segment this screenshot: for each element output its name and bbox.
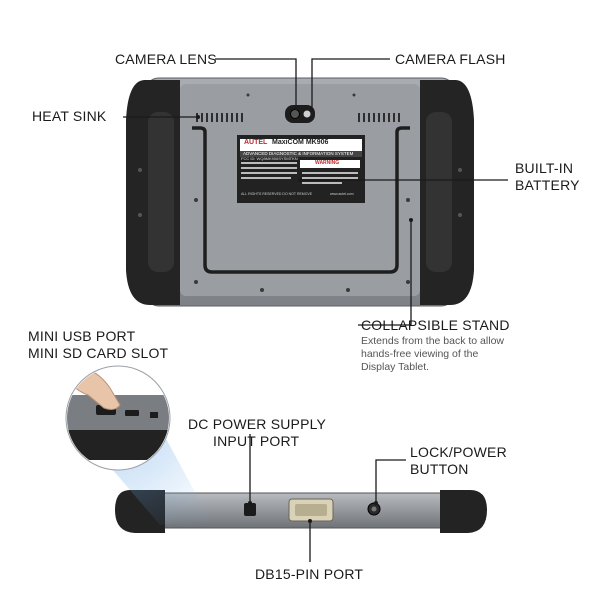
label-lock-power-2: BUTTON xyxy=(410,461,469,477)
collapsible-stand xyxy=(203,140,399,274)
stand-description-2: hands-free viewing of the xyxy=(361,348,479,360)
stand-description-1: Extends from the back to allow xyxy=(361,335,504,347)
left-grip xyxy=(148,112,174,272)
sticker-model: MaxiCOM MK906 xyxy=(272,139,329,146)
label-camera-lens: CAMERA LENS xyxy=(115,51,217,67)
label-lock-power-1: LOCK/POWER xyxy=(410,444,507,460)
label-mini-sd-slot: MINI SD CARD SLOT xyxy=(28,345,169,361)
camera-lens-icon xyxy=(290,109,300,119)
label-built-in-battery-1: BUILT-IN xyxy=(515,160,574,176)
dc-power-port xyxy=(244,503,256,516)
label-collapsible-stand: COLLAPSIBLE STAND xyxy=(361,317,510,333)
label-dc-power-2: INPUT PORT xyxy=(213,433,300,449)
side-right-bumper xyxy=(440,490,487,533)
sticker-fcc: FCC ID: WQ8MK906SYSMTKN xyxy=(241,156,298,161)
zoom-inset xyxy=(65,365,171,471)
label-camera-flash: CAMERA FLASH xyxy=(395,51,506,67)
sticker-subtitle: ADVANCED DIAGNOSTIC & INFORMATION SYSTEM xyxy=(243,151,354,156)
line-stand xyxy=(358,220,412,326)
sticker-brand: AUTEL xyxy=(244,139,268,146)
screws xyxy=(194,93,410,292)
sticker-footer: ALL RIGHTS RESERVED DO NOT REMOVE xyxy=(241,192,313,196)
leader-lines xyxy=(123,58,508,562)
line-lock-power xyxy=(375,459,406,503)
sticker-warning: WARNING xyxy=(315,160,340,166)
line-camera-lens xyxy=(215,58,297,108)
heat-sink-vents-right xyxy=(358,113,400,122)
label-built-in-battery-2: BATTERY xyxy=(515,177,580,193)
tablet-back-view xyxy=(126,77,474,307)
camera-flash-icon xyxy=(303,110,311,118)
stand-description-3: Display Tablet. xyxy=(361,361,430,373)
label-dc-power-1: DC POWER SUPPLY xyxy=(188,416,327,432)
sticker-website: www.autel.com xyxy=(330,192,354,196)
right-grip xyxy=(426,112,452,272)
label-mini-usb-port: MINI USB PORT xyxy=(28,328,136,344)
label-db15-port: DB15-PIN PORT xyxy=(255,566,364,582)
line-camera-flash xyxy=(311,58,390,110)
tablet-side-view xyxy=(115,490,487,533)
label-heat-sink: HEAT SINK xyxy=(32,108,107,124)
